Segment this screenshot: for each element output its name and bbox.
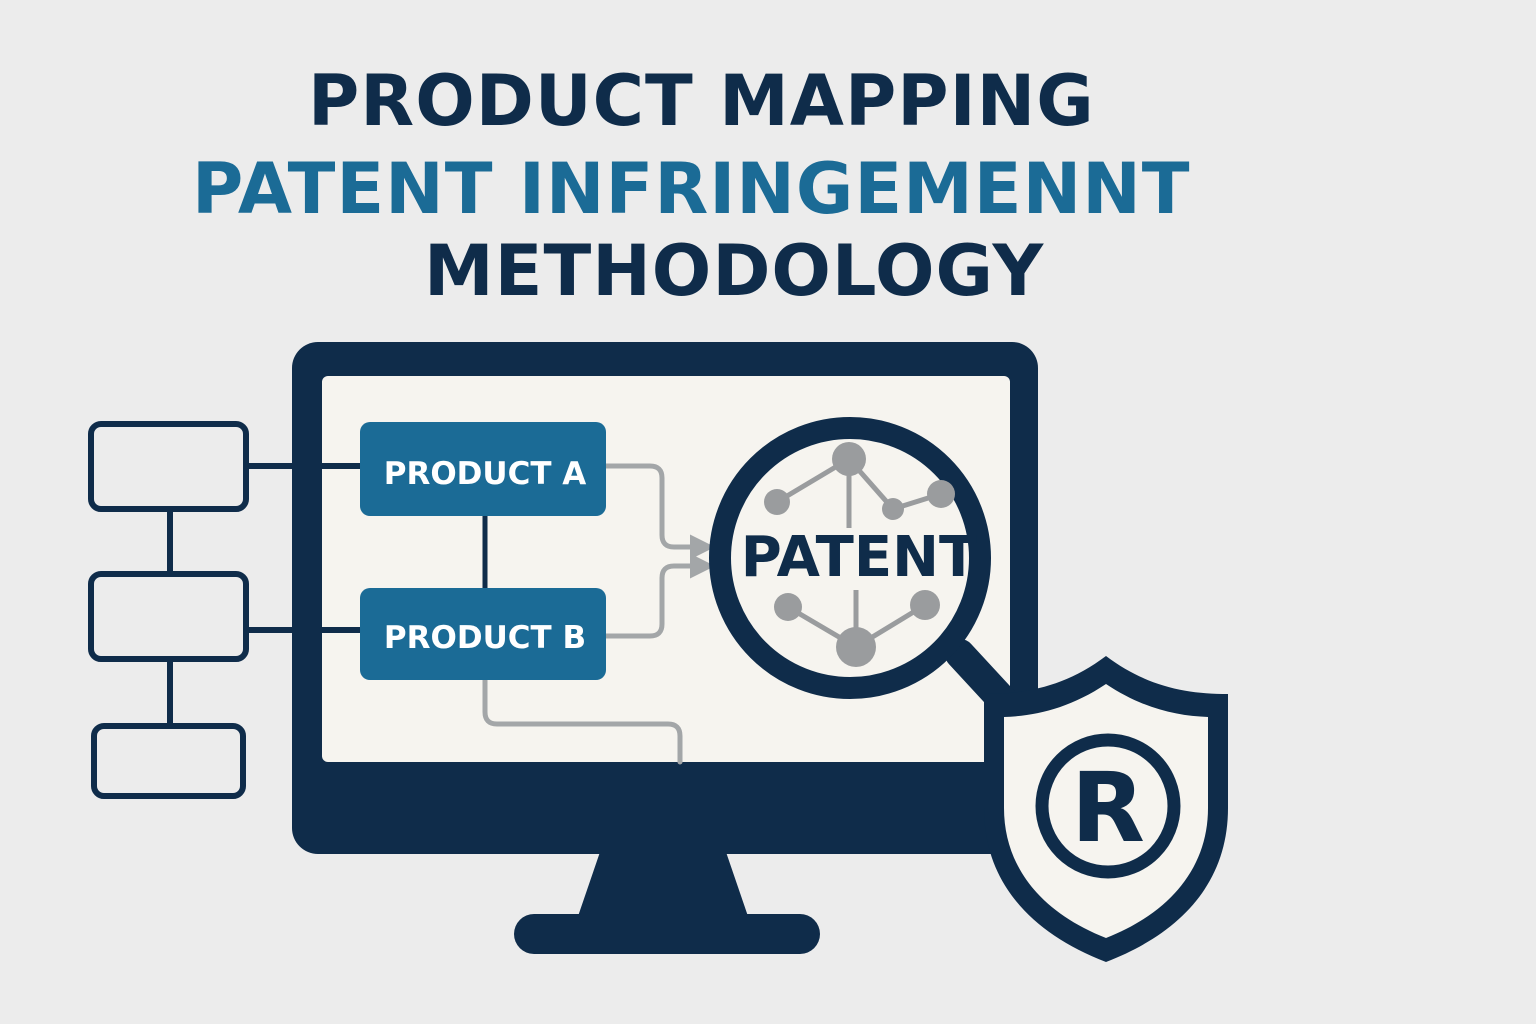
network-node xyxy=(832,442,866,476)
network-node xyxy=(764,489,790,515)
registered-circle xyxy=(1035,733,1181,879)
network-node xyxy=(774,593,802,621)
network-node xyxy=(882,498,904,520)
monitor-neck xyxy=(574,852,752,928)
network-node xyxy=(836,627,876,667)
product-b-label: PRODUCT B xyxy=(384,620,586,656)
patent-label: PATENT xyxy=(741,525,977,590)
product-a-box: PRODUCT A xyxy=(360,422,606,516)
connector-product-b-to-patent xyxy=(603,553,715,639)
connector-product-a-to-patent xyxy=(603,463,715,560)
shield-inner xyxy=(1004,684,1208,938)
network-node xyxy=(927,480,955,508)
shield-icon: R xyxy=(984,656,1228,962)
title-line-3-text: METHODOLOGY xyxy=(424,230,1045,312)
connector-product-b-down xyxy=(482,677,683,765)
flowchart-box-bottom xyxy=(91,723,246,799)
flowchart-box-middle xyxy=(88,571,249,662)
product-b-box: PRODUCT B xyxy=(360,588,606,680)
registered-trademark-icon: R xyxy=(1035,733,1181,879)
network-icon xyxy=(764,442,955,667)
flowchart-icon xyxy=(88,421,360,799)
product-connectors xyxy=(482,463,715,765)
registered-letter: R xyxy=(1071,752,1145,864)
title-line-1-text: PRODUCT MAPPING xyxy=(308,60,1095,142)
title-line-2-text: PATENT INFRINGEMENNT xyxy=(192,148,1191,230)
monitor-stand-base xyxy=(514,914,820,954)
product-a-background xyxy=(360,422,606,516)
network-node xyxy=(910,590,940,620)
magnifying-glass-icon: PATENT xyxy=(709,417,1023,721)
product-b-background xyxy=(360,588,606,680)
product-a-label: PRODUCT A xyxy=(384,456,587,492)
flowchart-box-top xyxy=(88,421,249,512)
